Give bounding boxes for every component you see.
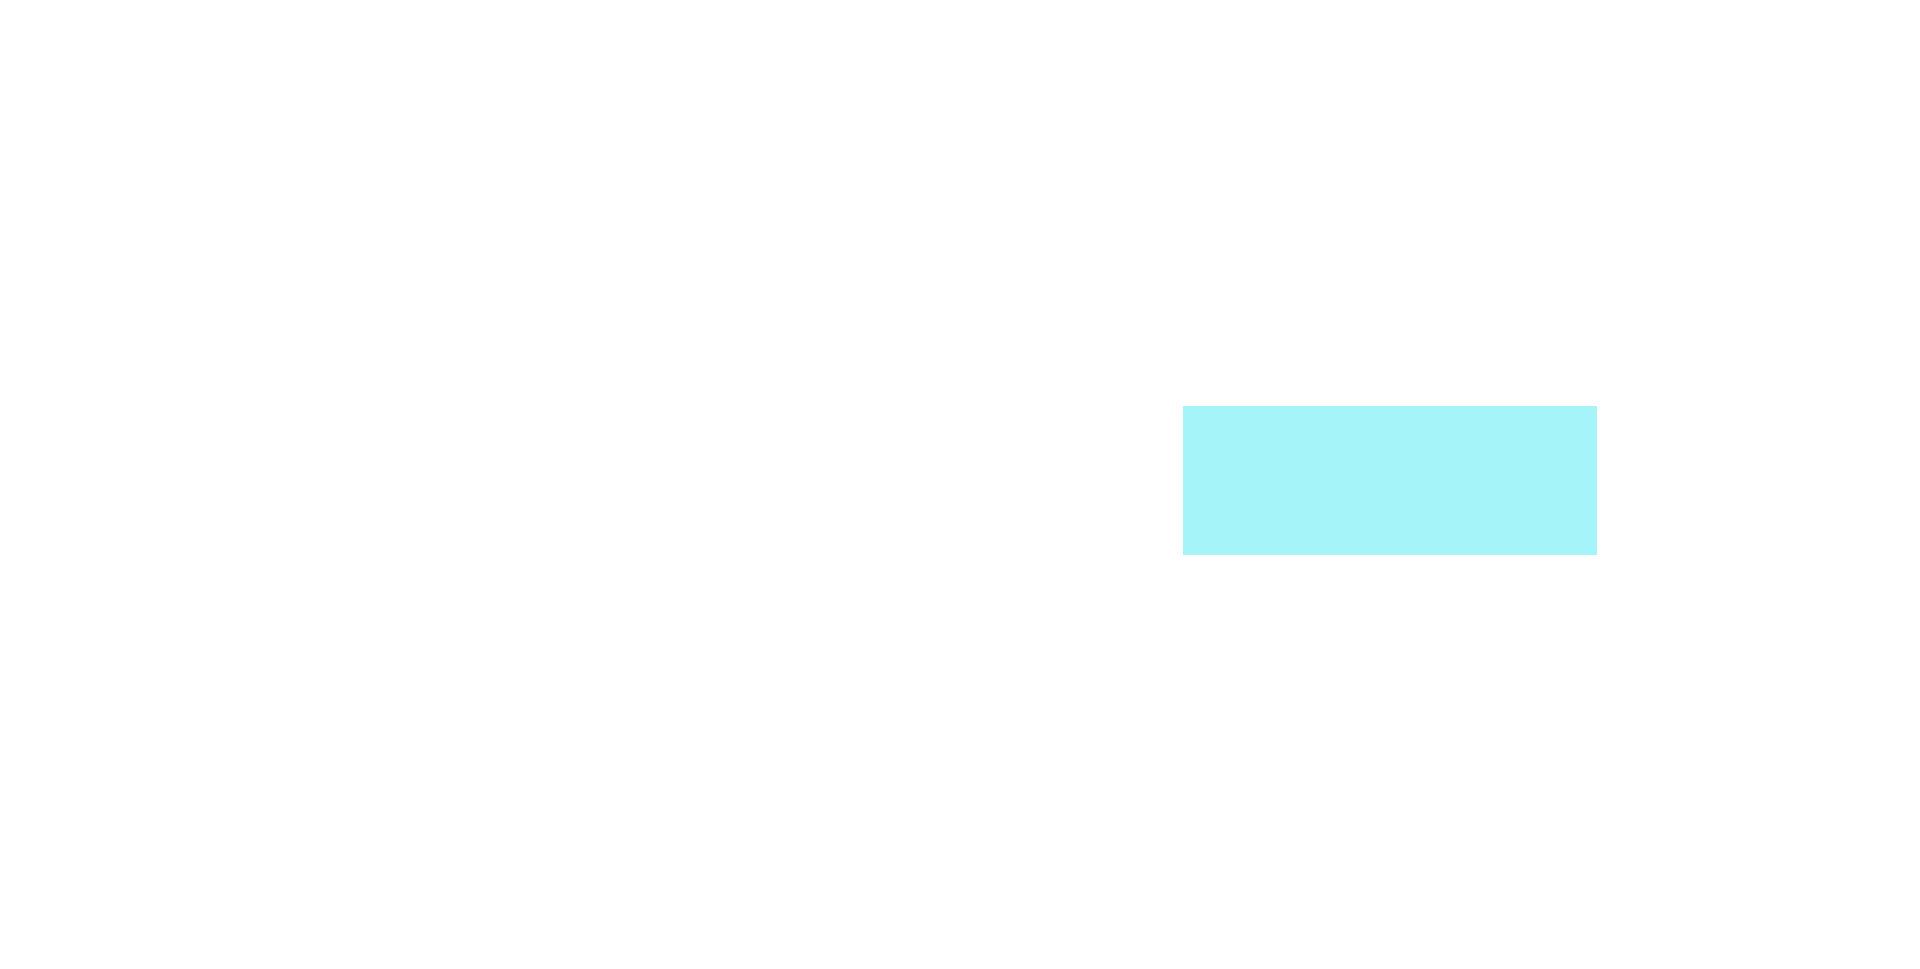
highlight-rectangle (1183, 406, 1597, 555)
